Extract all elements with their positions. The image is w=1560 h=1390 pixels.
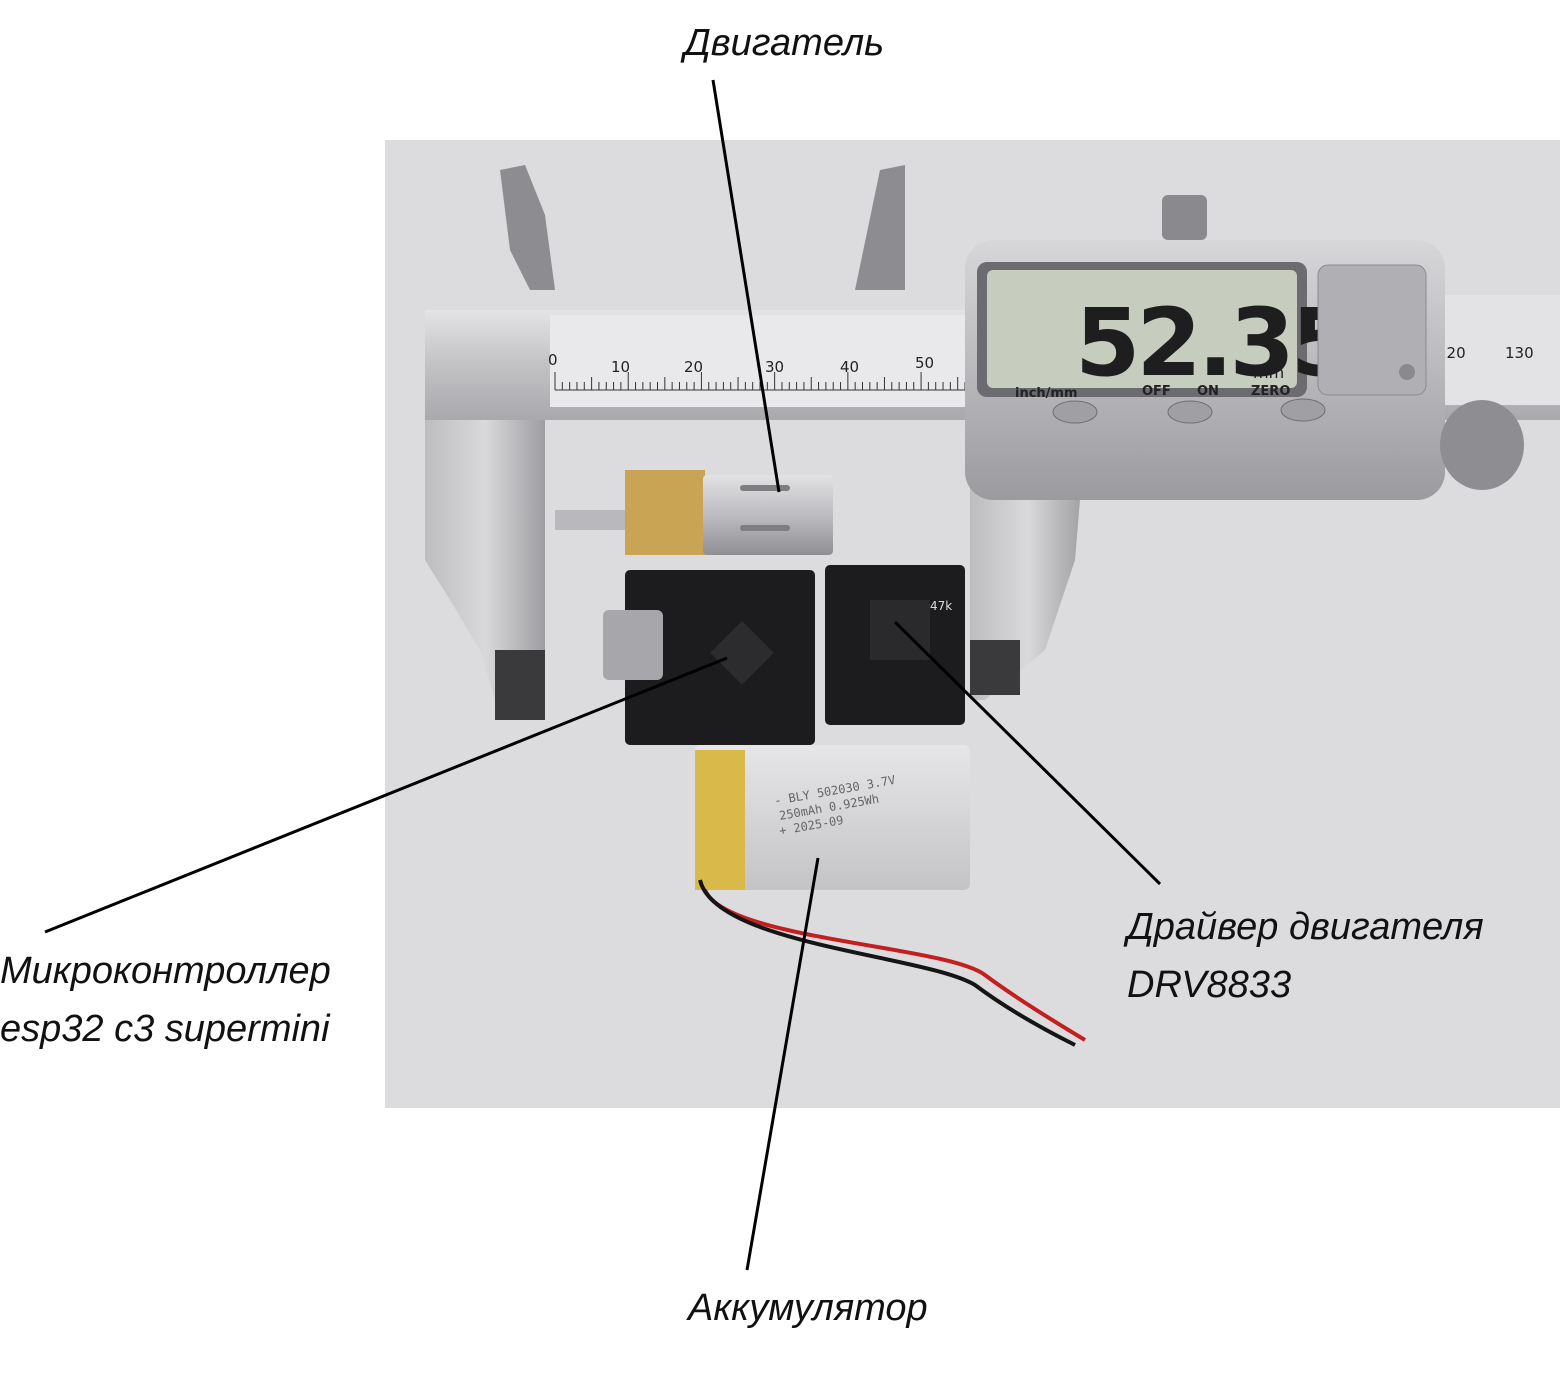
thumb-wheel: [1162, 195, 1207, 240]
label-motor: Двигатель: [684, 22, 885, 64]
motor-slot: [740, 525, 790, 531]
battery-black-wire: [698, 879, 1076, 1047]
label-battery: Аккумулятор: [688, 1287, 928, 1329]
gear-motor: [555, 470, 833, 555]
lcd-value: 52.35: [1075, 289, 1352, 398]
scale-number: 40: [840, 358, 859, 376]
motor-gearbox: [625, 470, 705, 555]
battery-tab-wrap: [695, 750, 745, 890]
button-label-inch-mm: inch/mm: [1015, 386, 1078, 401]
button-label-zero: ZERO: [1251, 384, 1290, 399]
lcd-screen: [987, 270, 1297, 388]
motor-can: [703, 475, 833, 555]
scale-number: 10: [611, 358, 630, 376]
button-label-off: OFF: [1142, 384, 1171, 399]
cover-screw: [1399, 364, 1415, 380]
scale-numbers: 0 10 20 30 40 50 120 130: [548, 344, 1534, 376]
lower-fixed-jaw: [425, 420, 545, 700]
right-scale-strip: [1435, 295, 1560, 405]
upper-sliding-jaw: [855, 165, 905, 290]
product-photo: 0 10 20 30 40 50 120 130 52.35 mm inch/m…: [385, 140, 1560, 1108]
motor-shaft: [555, 510, 633, 530]
motor-slot: [740, 485, 790, 491]
zero-button: [1280, 398, 1326, 422]
label-driver-line1: Драйвер двигателя: [1127, 906, 1484, 948]
inch-mm-button: [1052, 400, 1098, 424]
upper-fixed-jaw: [500, 165, 555, 290]
caliper-head: 52.35 mm inch/mm OFF ON ZERO: [965, 195, 1524, 500]
scale-number: 50: [915, 354, 934, 372]
driver-board: 47k: [825, 565, 965, 725]
sliding-jaw-tip: [970, 640, 1020, 695]
label-driver-line2: DRV8833: [1127, 964, 1292, 1006]
scale-number: 130: [1505, 344, 1534, 362]
label-mcu-line1: Микроконтроллер: [0, 950, 331, 992]
on-off-button: [1167, 400, 1213, 424]
drv8833-chip: [870, 600, 930, 660]
fixed-jaw-tip: [495, 650, 545, 720]
driver-pcb-text: 47k: [930, 599, 952, 613]
lock-knob: [1440, 400, 1524, 490]
battery-cover: [1317, 264, 1427, 396]
lcd-unit: mm: [1253, 363, 1284, 382]
scale-number: 20: [684, 358, 703, 376]
scale-number: 30: [765, 358, 784, 376]
esp32-board: [603, 570, 815, 745]
scale-number: 0: [548, 351, 558, 369]
usb-c-port: [603, 610, 663, 680]
button-label-on: ON: [1197, 384, 1219, 399]
label-mcu-line2: esp32 c3 supermini: [0, 1008, 330, 1050]
